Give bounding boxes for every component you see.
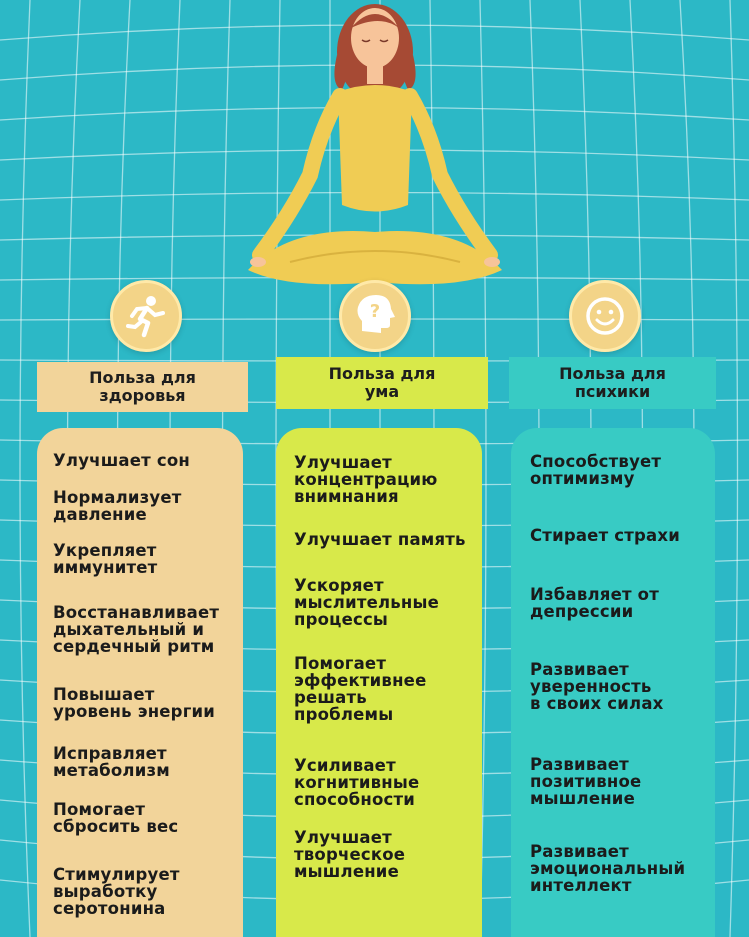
psyche-benefit-item: Развивает уверенность в своих силах	[530, 660, 664, 713]
question-head-icon: ?	[357, 295, 395, 333]
meditating-woman-illustration	[248, 4, 502, 285]
health-benefits-panel	[37, 428, 243, 937]
mind-icon-badge: ?	[339, 280, 411, 352]
health-benefit-item: Помогает сбросить вес	[53, 800, 179, 836]
health-benefit-item: Стимулирует выработку серотонина	[53, 865, 180, 918]
health-benefit-item: Нормализует давление	[53, 488, 182, 524]
mind-benefit-item: Усиливает когнитивные способности	[294, 756, 420, 809]
health-header-text: Польза для здоровья	[89, 368, 196, 405]
psyche-benefit-item: Развивает позитивное мышление	[530, 755, 642, 808]
mind-header-text: Польза для ума	[328, 364, 436, 401]
svg-text:?: ?	[370, 301, 380, 322]
psyche-column-header: Польза для психики	[509, 357, 716, 409]
psyche-benefits-panel	[511, 428, 715, 937]
health-benefit-item: Исправляет метаболизм	[53, 744, 170, 780]
mind-benefit-item: Помогает эффективнее решать проблемы	[294, 654, 427, 724]
health-icon-badge	[110, 280, 182, 352]
mind-benefit-item: Улучшает память	[294, 530, 466, 549]
psyche-benefit-item: Способствует оптимизму	[530, 452, 662, 488]
psyche-benefit-item: Избавляет от депрессии	[530, 585, 659, 621]
mind-benefit-item: Ускоряет мыслительные процессы	[294, 576, 440, 629]
mind-column-header: Польза для ума	[276, 357, 488, 409]
mind-benefit-item: Улучшает концентрацию внимнания	[294, 453, 438, 506]
mind-benefits-panel	[276, 428, 482, 937]
psyche-header-text: Польза для психики	[559, 364, 666, 401]
health-benefit-item: Укрепляет иммунитет	[53, 541, 158, 577]
psyche-benefit-item: Стирает страхи	[530, 526, 680, 545]
running-person-icon	[126, 296, 165, 338]
health-benefit-item: Восстанавливает дыхательный и сердечный …	[53, 603, 220, 656]
health-benefit-item: Улучшает сон	[53, 451, 190, 470]
psyche-icon-badge	[569, 280, 641, 352]
psyche-benefit-item: Развивает эмоциональный интеллект	[530, 842, 686, 895]
health-column-header: Польза для здоровья	[37, 362, 248, 412]
smiley-face-icon	[586, 297, 624, 335]
health-benefit-item: Повышает уровень энергии	[53, 685, 216, 721]
mind-benefit-item: Улучшает творческое мышление	[294, 828, 406, 881]
